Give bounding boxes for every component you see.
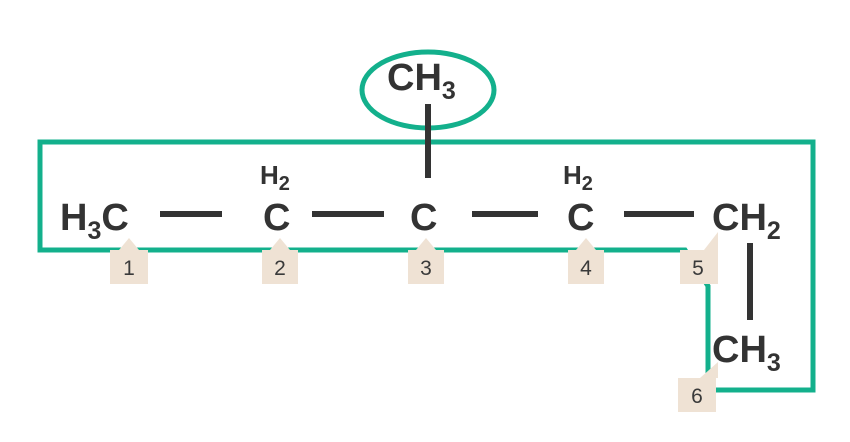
number-tag-3: 3	[408, 238, 444, 284]
chain-atom-4: C	[567, 197, 594, 239]
chain-atom-6: CH3	[712, 329, 781, 377]
chain-atom-1: H3C	[60, 197, 129, 245]
svg-text:4: 4	[580, 257, 592, 280]
chain-atom-2-hydrogens: H2	[260, 160, 290, 195]
number-tag-2: 2	[262, 238, 298, 284]
chain-atom-3: C	[410, 197, 437, 239]
chain-atom-2: C	[263, 197, 290, 239]
svg-text:1: 1	[123, 257, 135, 280]
svg-text:5: 5	[692, 257, 704, 280]
chain-atom-4-hydrogens: H2	[563, 160, 593, 195]
number-tag-4: 4	[568, 238, 604, 284]
number-tag-1: 1	[110, 238, 148, 284]
substituent-label: CH3	[387, 57, 456, 105]
number-tag-5: 5	[680, 232, 718, 284]
chain-atom-5: CH2	[712, 197, 781, 245]
svg-text:6: 6	[691, 385, 703, 408]
number-tag-6: 6	[678, 362, 718, 412]
svg-text:3: 3	[420, 257, 432, 280]
svg-text:2: 2	[274, 257, 286, 280]
